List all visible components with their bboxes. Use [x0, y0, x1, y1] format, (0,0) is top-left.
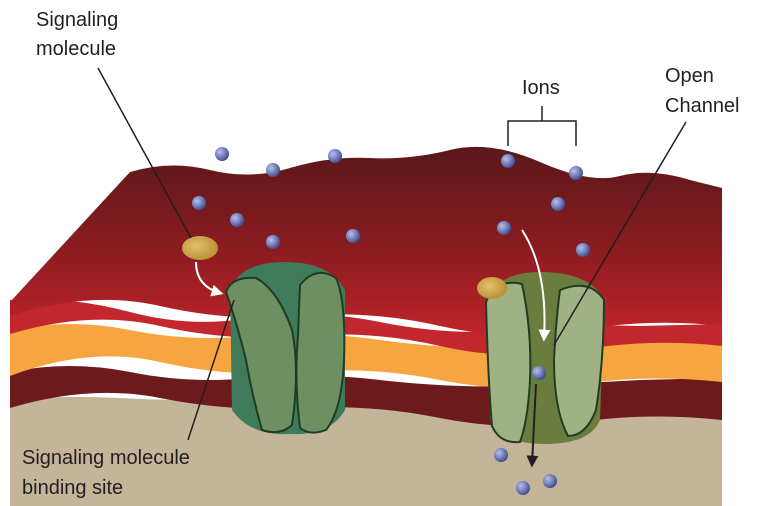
- closed-channel-subunit-right: [296, 273, 344, 433]
- open-channel-subunit-left: [486, 283, 530, 442]
- ion: [551, 197, 565, 211]
- ion: [346, 229, 360, 243]
- ion: [230, 213, 244, 227]
- ion: [328, 149, 342, 163]
- ion: [532, 366, 546, 380]
- open-channel: [477, 272, 604, 444]
- ion: [501, 154, 515, 168]
- ions-label: Ions: [522, 77, 560, 99]
- ion: [266, 163, 280, 177]
- ion: [192, 196, 206, 210]
- ion: [215, 147, 229, 161]
- ion: [569, 166, 583, 180]
- open-channel-label-line1: Open: [665, 65, 714, 87]
- ion: [516, 481, 530, 495]
- signaling-molecule-label-line2: molecule: [36, 38, 116, 60]
- binding-site-label-line1: Signaling molecule: [22, 447, 190, 469]
- closed-channel: [226, 262, 345, 434]
- ions-bracket: [508, 106, 576, 146]
- ion: [497, 221, 511, 235]
- ion: [494, 448, 508, 462]
- bound-signaling-molecule: [477, 277, 507, 299]
- ion: [543, 474, 557, 488]
- ion: [266, 235, 280, 249]
- open-channel-label: Open Channel: [665, 65, 740, 117]
- ion: [576, 243, 590, 257]
- signaling-molecule: [182, 236, 218, 260]
- open-channel-label-line2: Channel: [665, 95, 740, 117]
- signaling-molecule-label-line1: Signaling: [36, 9, 118, 31]
- binding-site-label-line2: binding site: [22, 477, 123, 499]
- signaling-molecule-label: Signaling molecule: [36, 9, 124, 60]
